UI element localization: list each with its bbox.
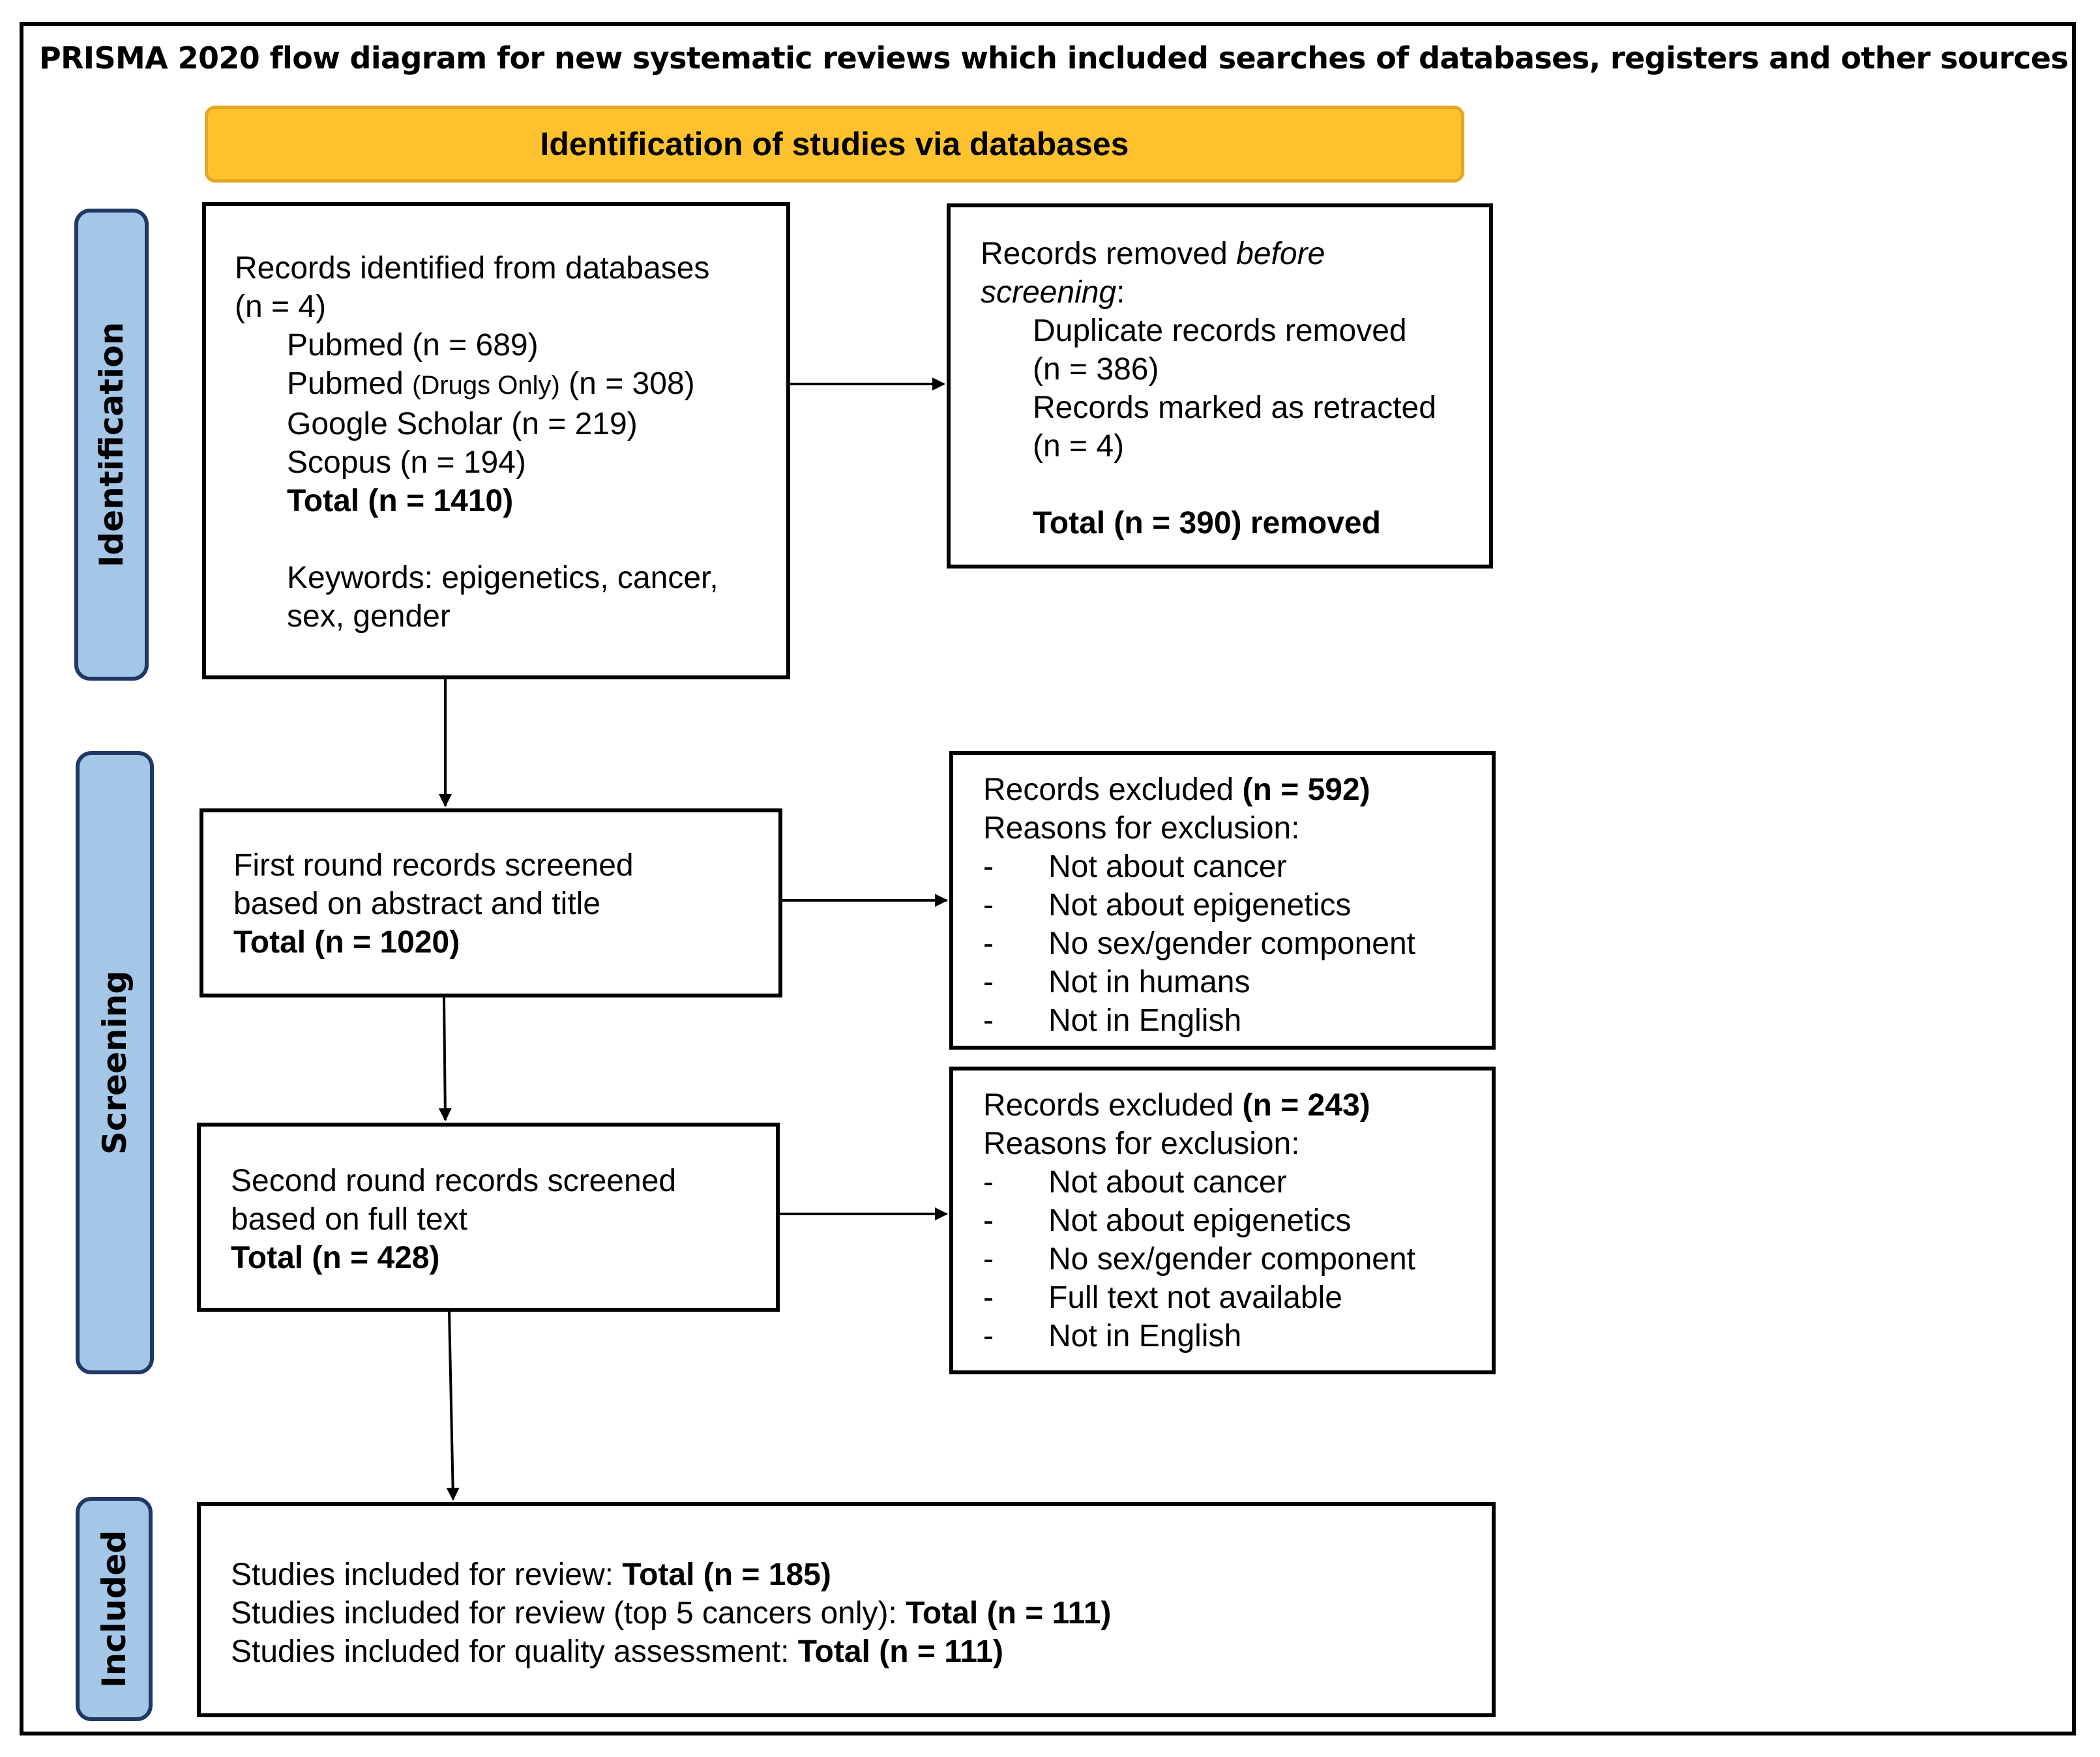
first-round-screening-box: First round records screened based on ab… [200,808,782,997]
phase-included: Included [76,1497,153,1721]
records-identified-box: Records identified from databases (n = 4… [202,202,790,679]
source-item: Google Scholar (n = 219) [287,407,638,441]
exclusion-reason: -Full text not available [983,1280,1342,1315]
phase-screening: Screening [76,751,154,1374]
diagram-frame [20,22,2076,1735]
exclusion-reason: -Not about cancer [983,1165,1287,1200]
phase-identification: Identification [74,209,149,681]
records-excluded-first-box: Records excluded (n = 592) Reasons for e… [949,751,1496,1050]
exclusion-reason: -No sex/gender component [983,926,1416,961]
duplicate-records: Duplicate records removed [1033,314,1407,348]
exclusion-reason: -Not about epigenetics [983,888,1352,923]
excluded1-reasons-label: Reasons for exclusion: [983,811,1300,846]
screen2-line: Second round records screened [231,1164,677,1198]
second-round-screening-box: Second round records screened based on f… [197,1123,780,1312]
source-item: Pubmed (Drugs Only) (n = 308) [287,366,695,401]
banner-identification-via-databases: Identification of studies via databases [205,106,1464,183]
source-item: Scopus (n = 194) [287,445,526,480]
studies-included-box: Studies included for review: Total (n = … [197,1502,1496,1717]
removed-heading: Records removed before [981,237,1325,271]
screen2-line: based on full text [231,1202,467,1237]
exclusion-reason: -Not in humans [983,965,1250,999]
exclusion-reason: -Not about epigenetics [983,1203,1352,1238]
keywords-line: sex, gender [287,599,451,634]
duplicate-records-count: (n = 386) [1033,352,1159,387]
arrow-screen2-to-included [446,1311,460,1501]
removed-total: Total (n = 390) removed [1033,506,1381,540]
screen1-line: based on abstract and title [233,887,601,921]
included-row: Studies included for review (top 5 cance… [231,1596,1112,1631]
screen2-total: Total (n = 428) [231,1241,440,1275]
records-identified-count: (n = 4) [235,289,327,324]
retracted-records-count: (n = 4) [1033,429,1125,464]
banner-label: Identification of studies via databases [540,126,1129,162]
screen1-total: Total (n = 1020) [233,925,460,960]
records-removed-box: Records removed before screening: Duplic… [947,203,1493,568]
screen1-line: First round records screened [233,848,634,883]
keywords-line: Keywords: epigenetics, cancer, [287,561,718,595]
source-item: Pubmed (n = 689) [287,328,539,362]
excluded1-heading: Records excluded (n = 592) [983,773,1370,807]
identified-total: Total (n = 1410) [287,484,514,518]
exclusion-reason: -Not in English [983,1319,1242,1353]
retracted-records: Records marked as retracted [1033,391,1436,425]
excluded2-heading: Records excluded (n = 243) [983,1088,1370,1123]
exclusion-reason: -No sex/gender component [983,1242,1416,1277]
arrow-screen1-to-screen2 [438,997,452,1121]
records-identified-heading: Records identified from databases [235,251,710,286]
exclusion-reason: -Not in English [983,1003,1242,1038]
diagram-title: PRISMA 2020 flow diagram for new systema… [39,40,2069,76]
exclusion-reason: -Not about cancer [983,849,1287,884]
excluded2-reasons-label: Reasons for exclusion: [983,1127,1300,1161]
records-excluded-second-box: Records excluded (n = 243) Reasons for e… [949,1067,1496,1374]
included-row: Studies included for review: Total (n = … [231,1558,831,1592]
removed-heading: screening: [981,275,1125,310]
included-row: Studies included for quality assessment:… [231,1634,1004,1669]
